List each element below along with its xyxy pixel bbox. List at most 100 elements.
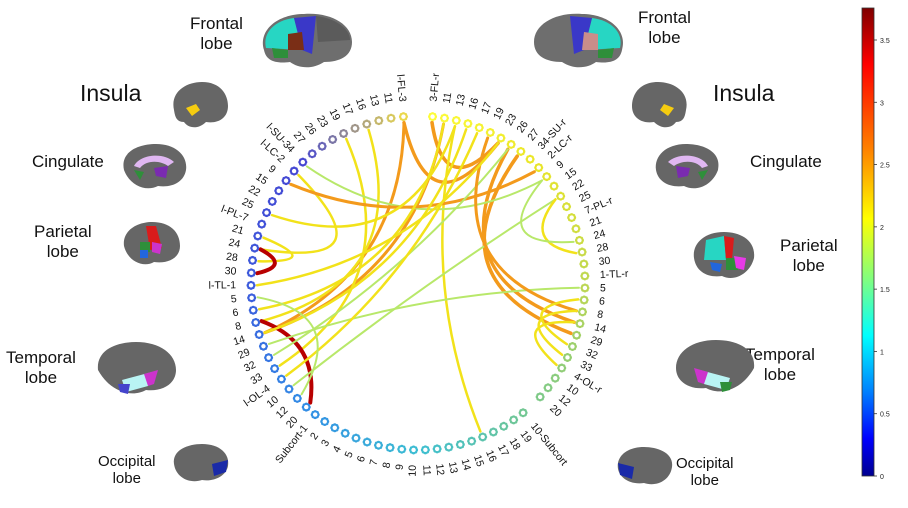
colorbar-tick-label: 0 — [880, 474, 884, 481]
connection-arc — [289, 170, 536, 209]
right-cingulate-brain-image — [655, 144, 719, 189]
ring-node — [428, 112, 438, 122]
right-temporal-label-line2: lobe — [763, 364, 797, 384]
connection-arc — [257, 236, 294, 263]
left-temporal-label-line1: Temporal — [6, 348, 76, 367]
ring-node — [289, 166, 299, 176]
ring-node — [463, 119, 473, 129]
right-parietal-label-line2: lobe — [792, 255, 825, 275]
connection-arc — [474, 136, 579, 313]
ring-label: 26 — [514, 119, 531, 136]
ring-node — [409, 445, 419, 455]
ring-label: 29 — [589, 334, 604, 349]
ring-node — [264, 353, 274, 363]
ring-node — [579, 295, 589, 305]
left-cingulate-brain-image — [123, 144, 187, 189]
connection-arc — [263, 121, 406, 335]
connection-arc — [540, 298, 580, 346]
ring-label: 17 — [479, 100, 495, 115]
ring-label: 23 — [503, 112, 519, 128]
right-frontal-label-line2: lobe — [648, 27, 681, 47]
left-insula-label: Insula — [80, 80, 142, 106]
right-frontal-brain-image — [534, 13, 624, 68]
connection-arc — [270, 125, 457, 228]
ring-label: 13 — [454, 93, 468, 107]
ring-node — [534, 163, 544, 173]
colorbar-tick-label: 3 — [880, 100, 884, 107]
ring-node — [351, 433, 361, 443]
ring-node — [246, 280, 256, 290]
ring-label: 9 — [394, 463, 407, 470]
ring-node — [562, 202, 572, 212]
ring-label: 17 — [495, 443, 511, 459]
ring-node — [251, 317, 261, 327]
ring-node — [386, 113, 396, 123]
ring-label: 17 — [340, 101, 356, 116]
ring-label: 28 — [225, 251, 238, 264]
ring-node — [496, 133, 506, 143]
ring-label: 13 — [446, 461, 460, 475]
ring-node — [535, 392, 545, 402]
ring-label: 13 — [367, 93, 381, 107]
ring-node — [478, 432, 488, 442]
ring-label: 5 — [230, 293, 237, 305]
ring-node — [562, 352, 572, 362]
ring-label: 15 — [471, 453, 486, 468]
right-occipital-label-line2: lobe — [690, 472, 719, 490]
ring-label: 14 — [232, 333, 247, 348]
ring-node — [580, 283, 590, 293]
left-occipital-label-line2: lobe — [112, 470, 141, 488]
ring-node — [451, 115, 461, 125]
left-frontal-brain-image — [262, 13, 352, 68]
ring-node — [362, 437, 372, 447]
ring-node — [518, 408, 528, 418]
ring-label: 7 — [368, 458, 381, 467]
ring-node — [439, 113, 449, 123]
ring-label: 2 — [308, 430, 321, 442]
ring-node — [577, 307, 587, 317]
ring-node — [284, 384, 294, 394]
left-frontal-label-line2: lobe — [200, 33, 233, 53]
ring-node — [274, 186, 284, 196]
ring-label: 11 — [441, 91, 455, 104]
colorbar-tick-label: 2.5 — [880, 163, 890, 170]
connection-arc — [257, 122, 445, 311]
ring-node — [398, 112, 408, 122]
right-insula-brain-image — [632, 82, 687, 128]
ring-node — [267, 196, 277, 206]
ring-label: 11 — [381, 92, 395, 105]
ring-label: 8 — [380, 461, 393, 469]
left-cingulate-label: Cingulate — [32, 152, 104, 171]
ring-label: 1-TL-r — [600, 268, 630, 281]
ring-label: l-FL-3 — [394, 74, 408, 103]
ring-label: 21 — [231, 222, 246, 237]
ring-label: 24 — [592, 227, 607, 242]
ring-label: 32 — [242, 359, 258, 375]
right-parietal-label-line1: Parietal — [780, 236, 838, 255]
ring-label: 12 — [433, 463, 446, 476]
ring-label: 14 — [459, 457, 474, 471]
connection-arc — [255, 142, 500, 287]
connection-arc — [305, 165, 544, 211]
right-temporal-brain-image — [676, 340, 755, 392]
left-parietal-brain-image — [123, 222, 180, 265]
connection-arc — [537, 309, 578, 357]
connection-arc — [256, 296, 319, 396]
ring-node — [339, 128, 349, 138]
left-occipital-brain-image — [173, 444, 229, 482]
ring-label: 24 — [227, 236, 241, 250]
ring-label: 9 — [554, 158, 566, 171]
ring-label: 25 — [577, 189, 593, 205]
colorbar: 3.532.521.510.50 — [861, 7, 890, 481]
ring-node — [474, 123, 484, 133]
ring-node — [374, 116, 384, 126]
connection-arc — [255, 247, 277, 276]
ring-node — [298, 157, 308, 167]
left-parietal-label-line2: lobe — [46, 241, 79, 261]
left-occipital-label: Occipital lobe — [98, 453, 156, 488]
ring-node — [580, 271, 590, 281]
left-occipital-label-line1: Occipital — [98, 453, 156, 470]
ring-label: 15 — [253, 171, 269, 188]
right-temporal-label: Temporal lobe — [745, 345, 815, 384]
